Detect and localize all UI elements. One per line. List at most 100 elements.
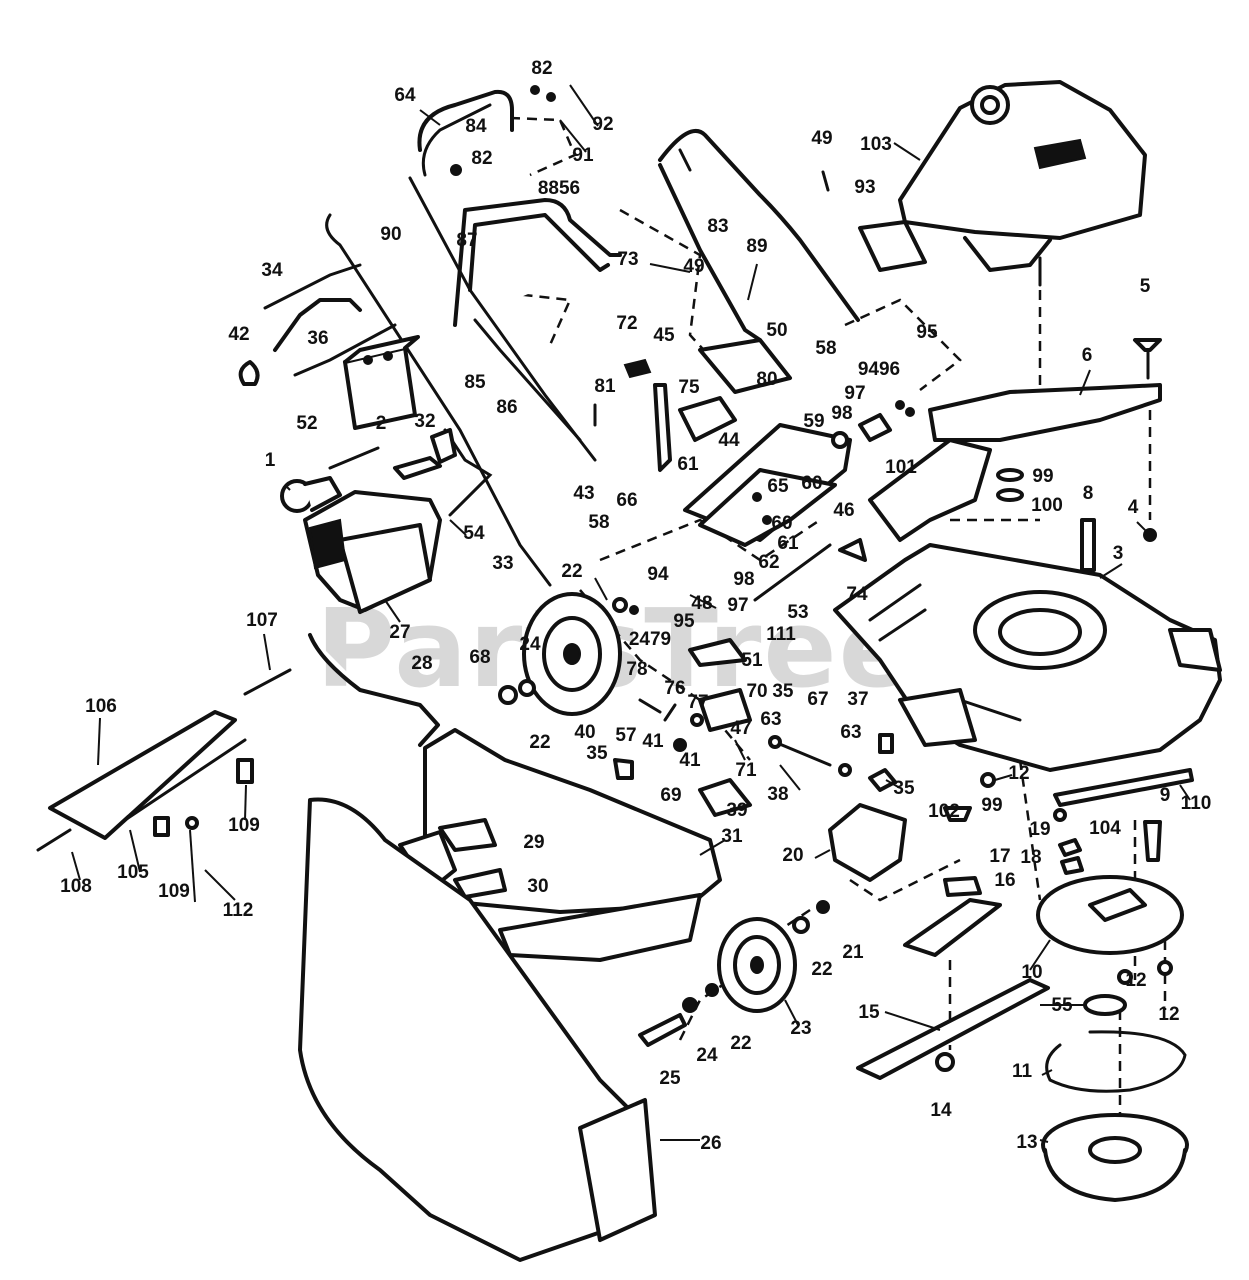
shield-6	[928, 383, 1162, 442]
plate-30	[453, 868, 507, 899]
callout-c47: 47	[730, 718, 751, 739]
pin-112	[185, 816, 199, 830]
callout-c97b: 97	[727, 595, 748, 616]
bracket-35b	[868, 768, 897, 792]
callout-c67: 67	[807, 689, 828, 710]
washer-22	[518, 679, 536, 697]
front-wheel-23	[717, 917, 797, 1013]
callout-c61a: 61	[677, 454, 699, 475]
callout-c84: 84	[465, 116, 487, 137]
callout-c52: 52	[296, 413, 317, 434]
washer-104	[1053, 808, 1067, 822]
callout-c45: 45	[653, 325, 675, 346]
callout-c22a: 22	[561, 561, 582, 582]
callout-c22d: 22	[730, 1033, 751, 1054]
callout-c72: 72	[616, 313, 637, 334]
callout-c14: 14	[930, 1100, 952, 1121]
callout-c102: 102	[928, 801, 960, 822]
callout-c58b: 58	[588, 512, 609, 533]
blade-adapter-16	[903, 898, 1002, 957]
washer-22d	[705, 983, 719, 997]
callout-c83: 83	[707, 216, 728, 237]
upper-handle	[417, 89, 514, 177]
handle-bracket-44	[683, 423, 852, 547]
callout-c9496b: 94	[647, 564, 669, 585]
callout-c65: 65	[767, 476, 789, 497]
washer-63b	[838, 763, 852, 777]
callout-c49b: 49	[683, 256, 704, 277]
wire-2	[328, 446, 380, 470]
callout-c89: 89	[746, 236, 767, 257]
callout-c8856: 8856	[538, 178, 580, 199]
key-19	[1058, 838, 1082, 857]
rod-28	[308, 633, 440, 747]
callout-c87: 87	[456, 230, 477, 251]
callout-c82b: 82	[531, 58, 552, 79]
callout-c58a: 58	[815, 338, 836, 359]
control-rod-33	[325, 213, 552, 587]
callout-c41a: 41	[642, 731, 664, 752]
axle-53	[753, 543, 832, 602]
blade-disc-10	[1036, 875, 1184, 955]
callout-c78: 78	[626, 659, 647, 680]
snap-ring-11	[1045, 1030, 1187, 1093]
callout-c18: 18	[1020, 847, 1041, 868]
callout-c6: 6	[1082, 345, 1093, 366]
callout-c38: 38	[767, 784, 788, 805]
bearing-75	[678, 396, 737, 442]
callout-c55: 55	[1051, 995, 1073, 1016]
handle-rod-86	[473, 318, 582, 442]
callout-c29: 29	[523, 832, 544, 853]
handle-bolts-82	[450, 85, 556, 176]
nut-12a	[980, 772, 996, 788]
callout-c22b: 22	[529, 732, 550, 753]
callout-c53: 53	[787, 602, 808, 623]
callout-c43: 43	[573, 483, 594, 504]
callout-c103: 103	[860, 134, 892, 155]
callout-c10: 10	[1021, 962, 1042, 983]
plate-29	[438, 818, 497, 852]
callout-c7035: 70 35	[746, 681, 793, 702]
callout-c64: 64	[394, 85, 416, 106]
label-32	[393, 456, 442, 480]
hardware-94-96-97-98	[831, 400, 915, 449]
callout-c37: 37	[847, 689, 868, 710]
callout-c98a: 98	[831, 403, 852, 424]
callout-c11: 11	[1012, 1061, 1033, 1082]
callout-c12b: 12	[1125, 970, 1146, 991]
callout-c107: 107	[246, 610, 278, 631]
callout-c12c: 12	[1158, 1004, 1179, 1025]
callout-c48: 48	[691, 593, 712, 614]
callout-leader-lines	[71, 84, 1191, 1143]
engine-cover-103	[898, 80, 1147, 287]
washer-99	[996, 468, 1024, 482]
spring-109a	[236, 758, 254, 784]
bolt-9	[1143, 820, 1162, 862]
callout-c40: 40	[574, 722, 595, 743]
callout-c109b: 109	[158, 881, 190, 902]
callout-c62: 62	[758, 552, 779, 573]
bolt-5	[1133, 338, 1162, 380]
callout-c50: 50	[766, 320, 787, 341]
callout-c61b: 61	[777, 533, 799, 554]
bracket-35a	[613, 758, 634, 780]
pin-108	[36, 828, 72, 852]
clip-74	[838, 538, 867, 562]
height-adjuster-assembly	[638, 638, 752, 817]
callout-c97a: 97	[844, 383, 865, 404]
bracket-50	[698, 338, 792, 394]
callout-c93: 93	[854, 177, 875, 198]
washer-22c	[792, 916, 810, 934]
callout-c36: 36	[307, 328, 328, 349]
callout-c35a: 35	[586, 743, 608, 764]
blade-15	[856, 978, 1050, 1080]
rear-wheel-40	[522, 592, 622, 716]
callout-c90: 90	[380, 224, 401, 245]
deflector-106	[48, 710, 237, 840]
callout-c66: 66	[616, 490, 637, 511]
clip-49	[821, 170, 830, 192]
callout-c108: 108	[60, 876, 92, 897]
callout-c71: 71	[735, 760, 757, 781]
